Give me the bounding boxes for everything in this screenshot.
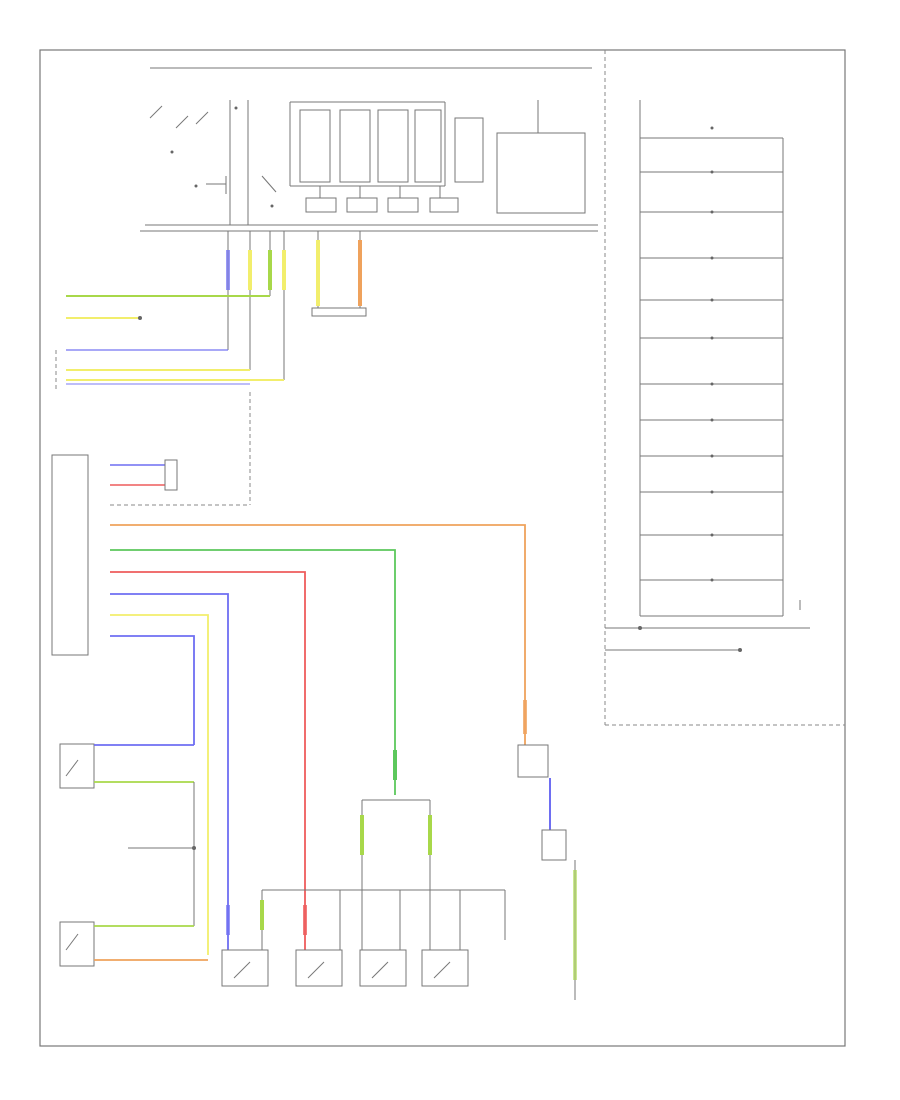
body-control-unit <box>51 454 526 960</box>
diagram-frame <box>39 49 846 1047</box>
bottom-switches <box>221 750 506 987</box>
top-wires <box>226 231 367 380</box>
combination-meter <box>149 100 586 225</box>
right-panel <box>604 50 845 726</box>
sensor-chain <box>517 700 577 1000</box>
lower-left-switches <box>59 743 208 967</box>
left-upper-wires <box>55 295 284 505</box>
top-bus <box>140 67 598 232</box>
